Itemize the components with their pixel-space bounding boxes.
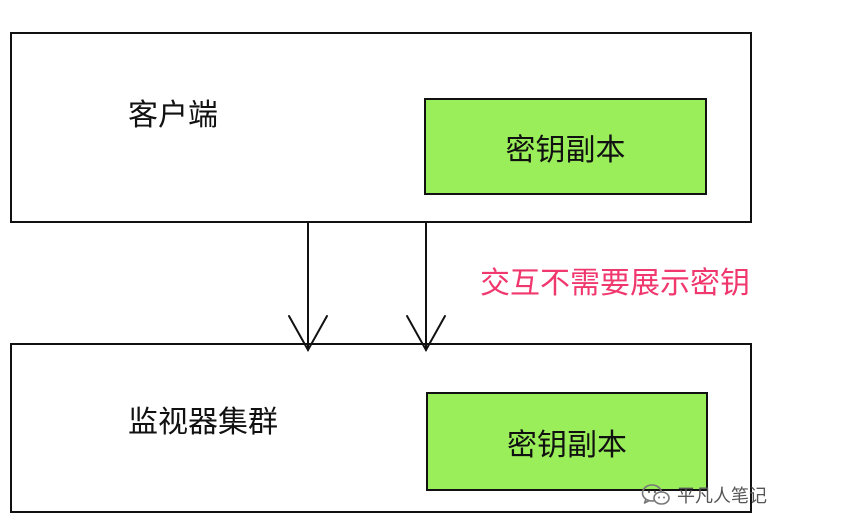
arrow-left-head [288, 315, 328, 353]
wechat-icon [641, 483, 671, 507]
arrow-left [288, 222, 328, 353]
client-label: 客户端 [128, 98, 218, 133]
monitor-cluster-label: 监视器集群 [128, 405, 278, 440]
arrow-right [406, 222, 446, 353]
client-key-copy-box: 密钥副本 [424, 98, 707, 195]
monitor-cluster-box: 监视器集群 密钥副本 [10, 343, 752, 513]
cluster-key-copy-box: 密钥副本 [426, 392, 708, 491]
annotation-text: 交互不需要展示密钥 [480, 266, 750, 301]
client-box: 客户端 密钥副本 [10, 32, 752, 223]
arrow-right-head [406, 315, 446, 353]
watermark-text: 平凡人笔记 [677, 486, 767, 507]
watermark: 平凡人笔记 [641, 482, 767, 508]
